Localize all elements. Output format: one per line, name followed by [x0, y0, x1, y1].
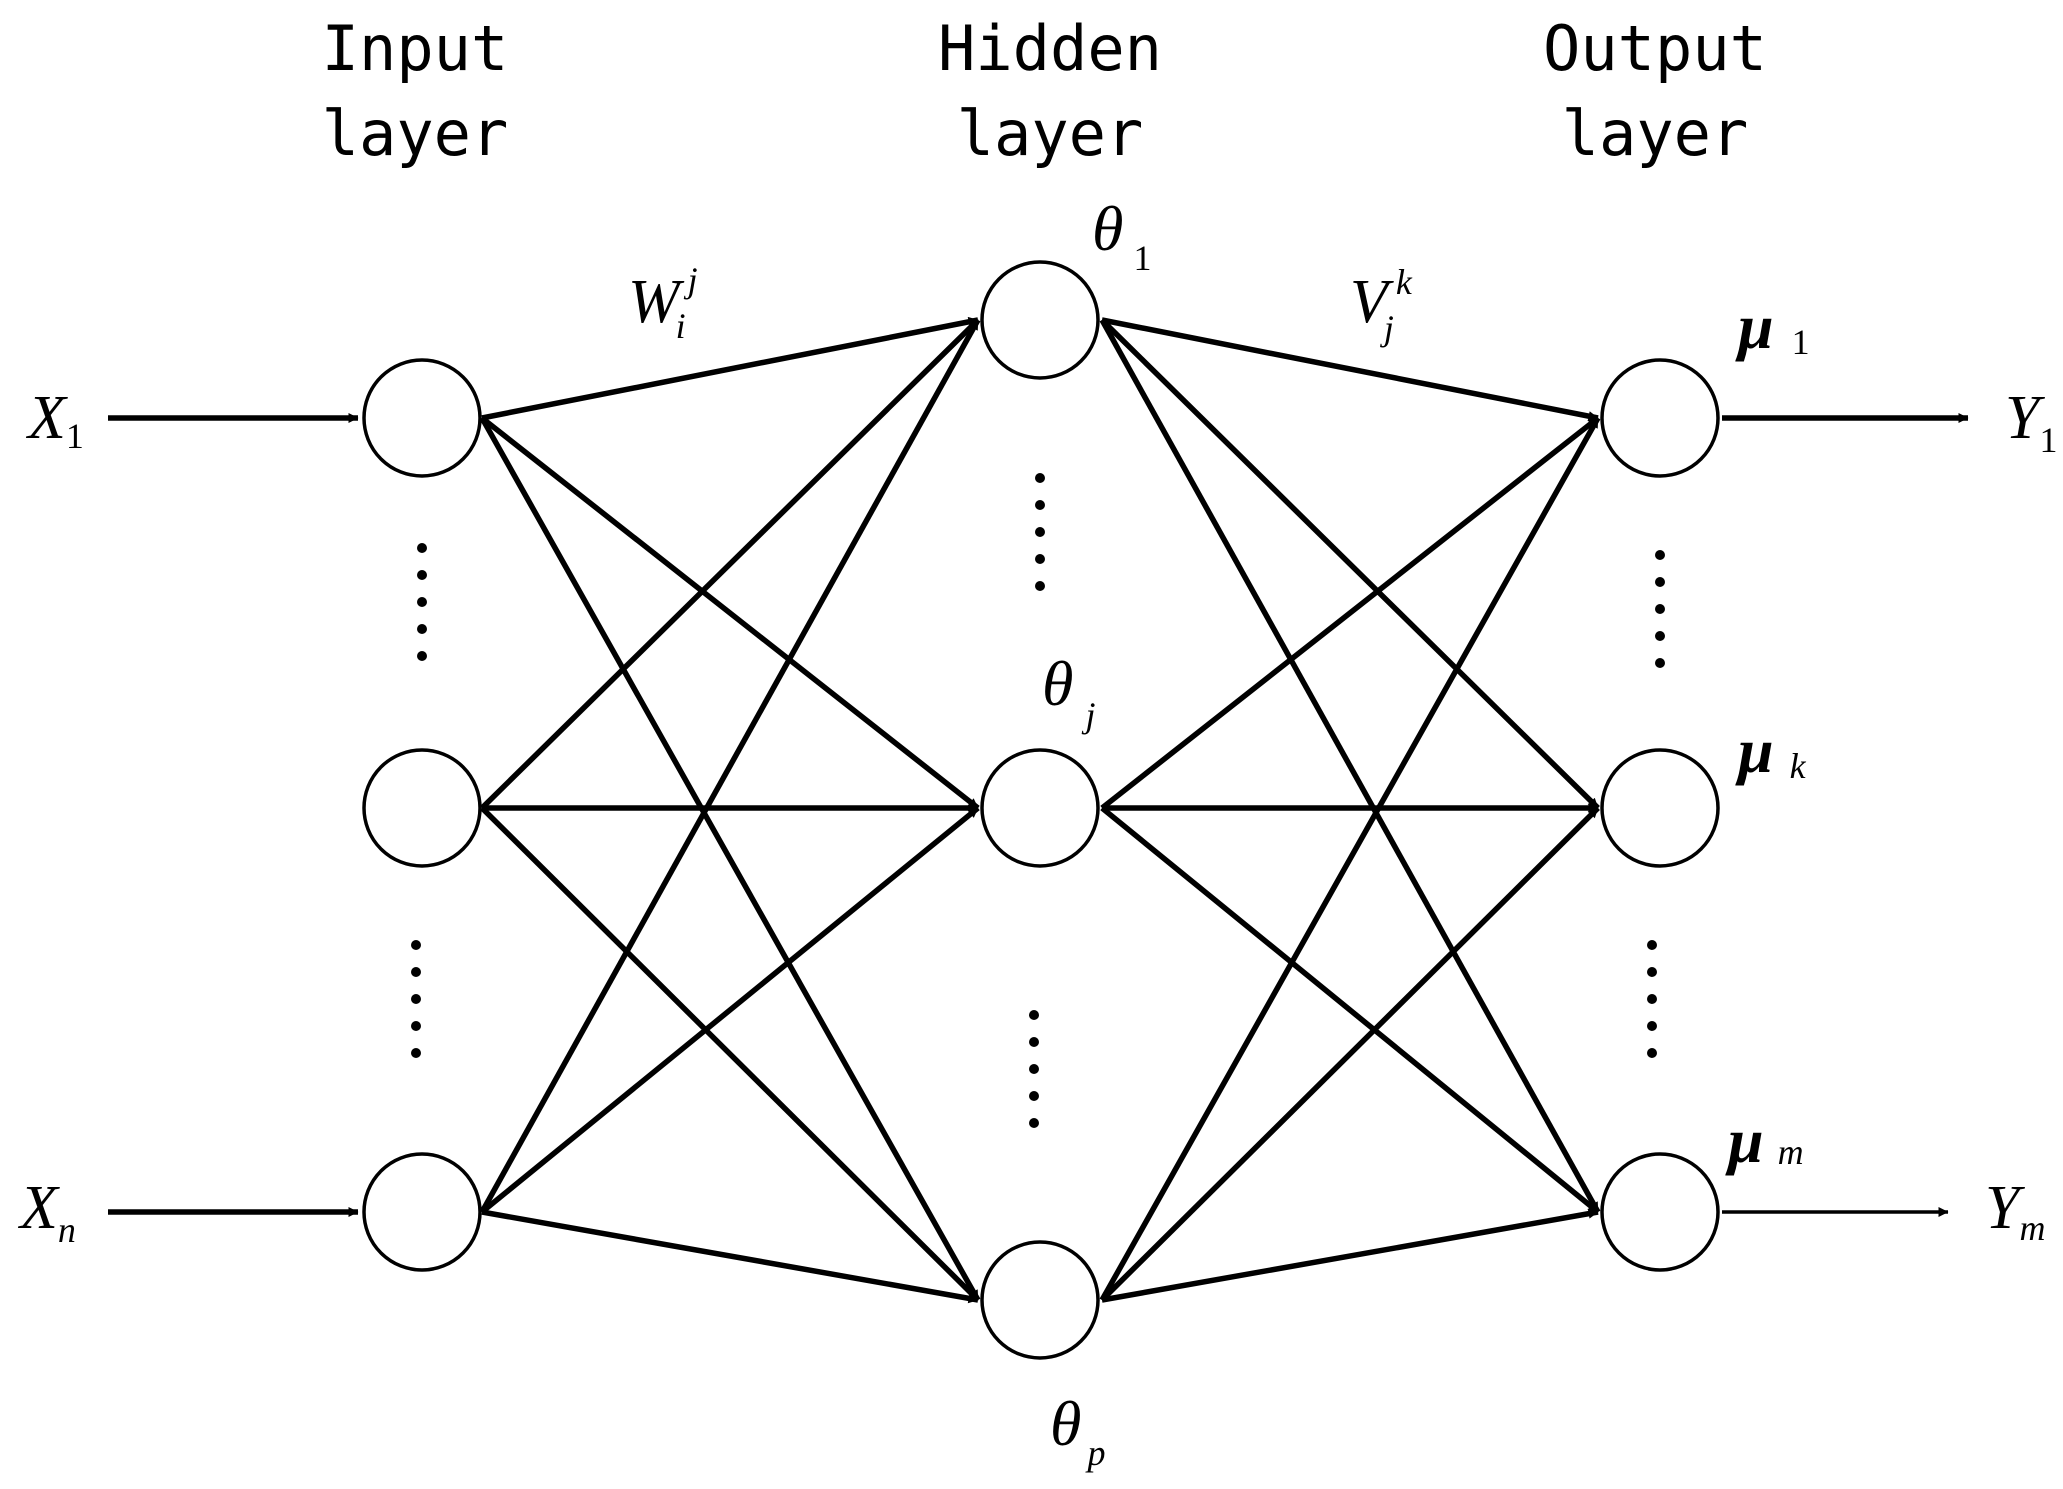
output-node-1 — [1600, 358, 1720, 478]
output-ellipsis-upper — [1655, 550, 1665, 668]
hidden-ellipsis-lower — [1029, 1010, 1039, 1128]
edge-i1-hp — [479, 416, 981, 1302]
output-node-k — [1600, 748, 1720, 868]
hidden-node-j — [980, 748, 1100, 868]
input-hidden-edges — [479, 316, 981, 1304]
input-node-n — [362, 1152, 482, 1272]
hidden-ellipsis-upper — [1035, 473, 1045, 591]
edge-hp-ok — [1100, 806, 1600, 1302]
hidden-output-edges — [1099, 317, 1601, 1303]
weight-label-v: Vjk — [1350, 262, 1413, 348]
weight-label-w: Wij — [628, 260, 698, 346]
edge-hp-o1 — [1099, 416, 1601, 1302]
output-label-m: Ym — [1985, 1174, 2045, 1248]
input-node-2 — [362, 748, 482, 868]
edge-i2-hp — [480, 806, 980, 1302]
edge-h1-om — [1099, 318, 1601, 1214]
hidden-node-p — [980, 1240, 1100, 1360]
hidden-layer-title: Hidden — [938, 12, 1162, 85]
edge-in-hj — [480, 805, 980, 1215]
edge-hj-om — [1100, 805, 1600, 1215]
hidden-layer-title-2: layer — [957, 97, 1144, 170]
input-layer-title: Input — [322, 12, 509, 85]
input-label-n: Xn — [17, 1174, 76, 1250]
edge-hp-om — [1101, 1208, 1599, 1303]
edge-i1-h1 — [481, 316, 979, 421]
output-ellipsis-lower — [1647, 940, 1657, 1058]
output-node-m — [1600, 1152, 1720, 1272]
edge-in-h1 — [479, 318, 981, 1214]
hidden-node-1 — [980, 260, 1100, 380]
output-layer-title-2: layer — [1562, 97, 1749, 170]
input-ellipsis-lower — [411, 940, 421, 1058]
edge-i2-h1 — [480, 318, 980, 810]
edge-h1-o1 — [1101, 317, 1599, 422]
input-label-1: X1 — [25, 384, 84, 456]
output-label-1: Y1 — [2005, 384, 2057, 460]
input-layer-title-2: layer — [322, 97, 509, 170]
input-ellipsis-upper — [417, 543, 427, 661]
edge-hj-o1 — [1100, 415, 1600, 811]
edge-h1-ok — [1100, 318, 1600, 810]
input-node-1 — [362, 358, 482, 478]
edge-in-hp — [481, 1209, 979, 1304]
edge-i1-hj — [480, 415, 980, 811]
output-layer-title: Output — [1543, 12, 1767, 85]
